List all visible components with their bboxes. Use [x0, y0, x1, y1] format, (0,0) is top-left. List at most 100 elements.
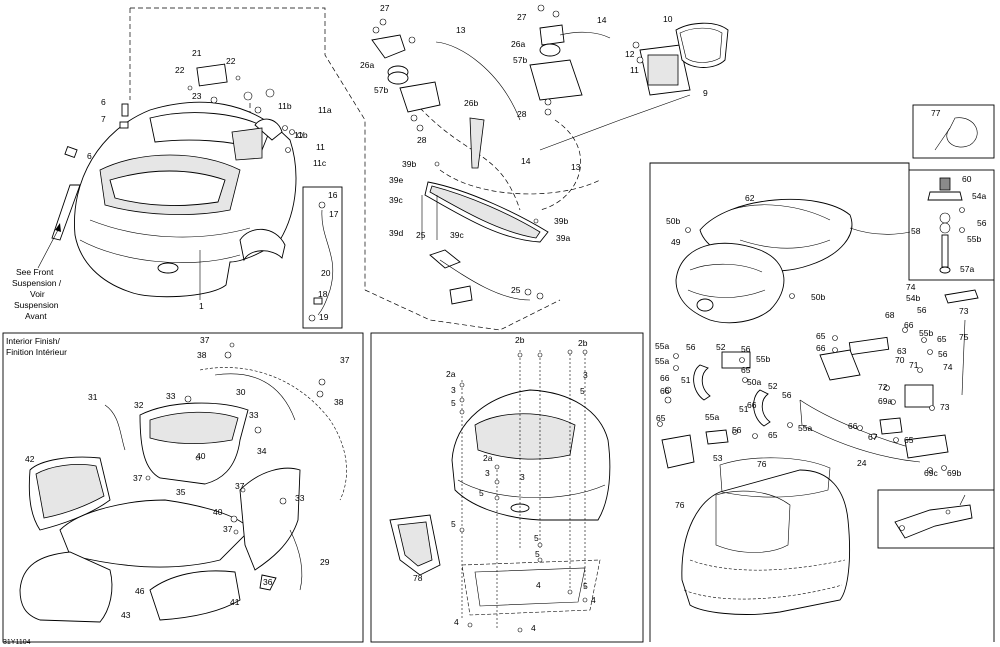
callout-label: 37 [200, 335, 210, 345]
callout-label: 40 [213, 507, 223, 517]
callout-label: 67 [868, 432, 878, 442]
callout-label: 5 [451, 398, 456, 408]
hinge-inset-part [894, 494, 973, 539]
callout-label: 78 [413, 573, 423, 583]
callout-label: 56 [782, 390, 792, 400]
callout-label: 19 [319, 312, 329, 322]
callout-label: 5 [479, 488, 484, 498]
callout-label: 33 [295, 493, 305, 503]
callout-label: 2a [483, 453, 493, 463]
callout-label: 51 [681, 375, 691, 385]
callout-label: 32 [134, 400, 144, 410]
callout-label: 62 [745, 193, 755, 203]
callout-label: 74 [943, 362, 953, 372]
callout-label: 56 [917, 305, 927, 315]
interior-finish-title-line-2: Finition Intérieur [6, 347, 67, 357]
interior-liner-parts [19, 342, 347, 623]
callout-label: 55a [655, 356, 669, 366]
callout-label: 2b [578, 338, 588, 348]
callout-label: 27 [380, 3, 390, 13]
callout-label: 22 [226, 56, 236, 66]
interior-finish-panel [2, 332, 364, 643]
callout-label: 3 [485, 468, 490, 478]
callout-label: 57a [960, 264, 974, 274]
callout-label: 39d [389, 228, 403, 238]
callout-label: 66 [660, 386, 670, 396]
callout-label: 11a [318, 105, 332, 115]
callout-label: 63 [897, 346, 907, 356]
brake-line-part [308, 201, 334, 322]
callout-label: 11 [316, 142, 325, 152]
callout-label: 11b [294, 130, 308, 140]
callout-label: 7 [101, 114, 106, 124]
callout-label: 24 [857, 458, 867, 468]
callout-label: 65 [656, 413, 666, 423]
callout-label: 77 [931, 108, 941, 118]
callout-label: 4 [591, 595, 596, 605]
callout-label: 26b [464, 98, 478, 108]
callout-label: 14 [597, 15, 607, 25]
callout-label: 58 [911, 226, 921, 236]
front-suspension-note-line-2: Suspension / [12, 278, 62, 288]
callout-label: 43 [121, 610, 131, 620]
callout-label: 16 [328, 190, 338, 200]
rear-spoiler-bar [421, 161, 549, 305]
callout-label: 9 [703, 88, 708, 98]
callout-label: 27 [517, 12, 527, 22]
callout-label: 18 [318, 289, 328, 299]
callout-label: 66 [848, 421, 858, 431]
callout-label: 71 [909, 360, 919, 370]
rear-body-with-seal [681, 457, 850, 615]
callout-label: 26a [360, 60, 374, 70]
callout-label: 10 [663, 14, 673, 24]
left-latch-assembly [371, 18, 485, 169]
callout-label: 56 [938, 349, 948, 359]
tie-strap-part [934, 117, 978, 151]
callout-label: 25 [511, 285, 521, 295]
callout-label: 73 [940, 402, 950, 412]
callout-label: 36 [263, 577, 273, 587]
callout-label: 55b [919, 328, 933, 338]
callout-label: 65 [904, 435, 914, 445]
callout-label: 13 [571, 162, 581, 172]
callout-label: 68 [885, 310, 895, 320]
callout-label: 17 [329, 209, 339, 219]
callout-label: 39e [389, 175, 403, 185]
callout-label: 39c [450, 230, 464, 240]
callout-label: 5 [534, 533, 539, 543]
callout-label: 31 [88, 392, 98, 402]
callout-label: 34 [257, 446, 267, 456]
callout-label: 74 [906, 282, 916, 292]
callout-label: 37 [133, 473, 143, 483]
callout-label: 4 [454, 617, 459, 627]
frame-panel [370, 332, 644, 643]
callout-label: 55a [705, 412, 719, 422]
callout-label: 37 [340, 355, 350, 365]
callout-label: 38 [334, 397, 344, 407]
body-frame-assembly [389, 349, 611, 633]
callout-label: 20 [321, 268, 331, 278]
callout-label: 33 [166, 391, 176, 401]
callout-label: 54b [906, 293, 920, 303]
callout-label: 39b [402, 159, 416, 169]
callout-label: 42 [25, 454, 35, 464]
callout-label: 65 [937, 334, 947, 344]
brake-line-inset-frame [302, 186, 343, 329]
latch-pin-detail [927, 177, 965, 274]
callout-label: 21 [192, 48, 202, 58]
callout-label: 6 [101, 97, 106, 107]
callout-label: 55b [756, 354, 770, 364]
callout-label: 14 [521, 156, 531, 166]
callout-label: 13 [456, 25, 466, 35]
callout-label: 39c [389, 195, 403, 205]
callout-label: 69a [878, 396, 892, 406]
front-suspension-note-line-1: See Front [16, 267, 54, 277]
callout-label: 56 [977, 218, 987, 228]
callout-label: 69b [947, 468, 961, 478]
callout-label: 25 [416, 230, 426, 240]
callout-label: 54a [972, 191, 986, 201]
callout-label: 51 [739, 404, 749, 414]
front-suspension-note-line-4: Suspension [14, 300, 59, 310]
callout-label: 33 [249, 410, 259, 420]
callout-label: 65 [741, 365, 751, 375]
